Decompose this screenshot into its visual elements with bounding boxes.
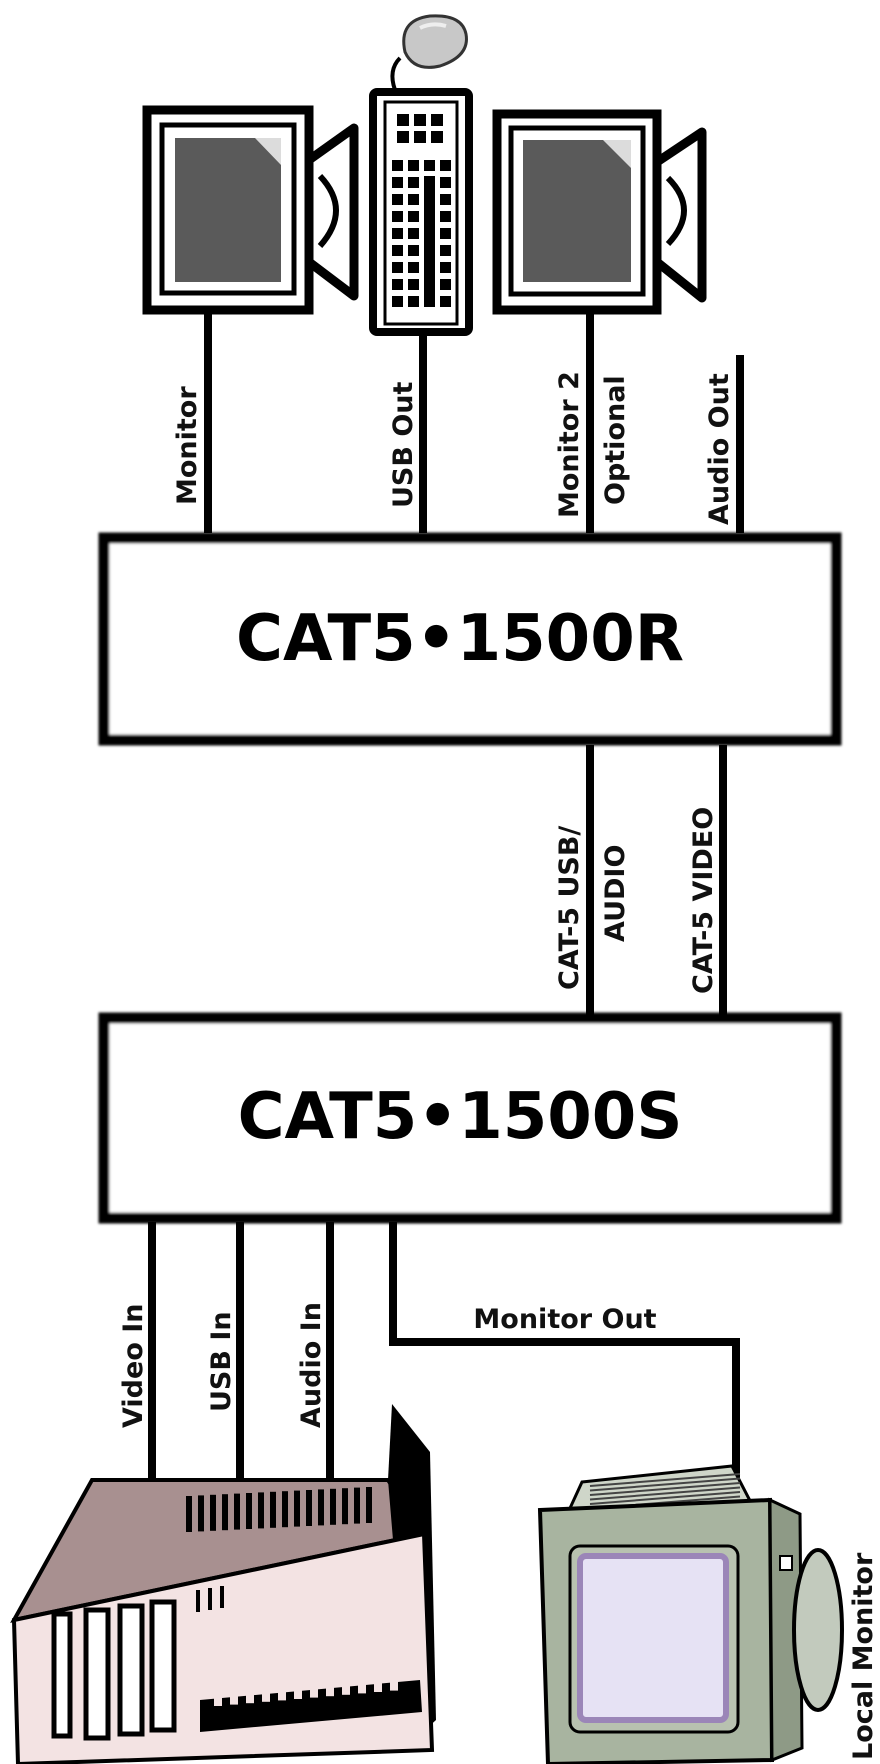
keyboard-key bbox=[397, 114, 409, 126]
usb-in-label: USB In bbox=[206, 1311, 237, 1412]
video-in-label: Video In bbox=[118, 1303, 149, 1428]
keyboard-key bbox=[440, 279, 451, 290]
keyboard-key bbox=[392, 194, 403, 205]
keyboard-key bbox=[408, 245, 419, 256]
keyboard-key bbox=[408, 279, 419, 290]
computer-vent bbox=[210, 1494, 216, 1531]
keyboard-key bbox=[408, 228, 419, 239]
monitor-2-icon bbox=[492, 109, 707, 315]
receiver-unit: CAT5•1500R bbox=[98, 532, 842, 746]
keyboard-key bbox=[431, 114, 443, 126]
computer-ports bbox=[214, 1678, 398, 1706]
computer-port bbox=[262, 1689, 270, 1702]
keyboard-key bbox=[392, 177, 403, 188]
keyboard-key bbox=[392, 262, 403, 273]
mouse-icon bbox=[390, 14, 468, 91]
keyboard-key bbox=[408, 160, 419, 171]
keyboard-keys bbox=[392, 114, 451, 307]
keyboard-key bbox=[440, 194, 451, 205]
keyboard-icon bbox=[369, 88, 473, 336]
computer-vent bbox=[318, 1489, 324, 1526]
computer-port bbox=[390, 1678, 398, 1691]
local-monitor-vent bbox=[589, 1491, 741, 1505]
monitor-label: Monitor bbox=[172, 386, 203, 505]
computer-vent bbox=[198, 1495, 204, 1532]
sender-unit: CAT5•1500S bbox=[98, 1012, 842, 1224]
local-monitor-vent bbox=[589, 1482, 741, 1496]
computer-vent bbox=[222, 1494, 228, 1531]
local-monitor-vent bbox=[589, 1477, 741, 1492]
optional-label: Optional bbox=[600, 375, 631, 505]
computer-vents bbox=[186, 1487, 372, 1532]
computer-port bbox=[358, 1681, 366, 1694]
monitor-icon bbox=[142, 105, 359, 315]
keyboard-key bbox=[440, 296, 451, 307]
keyboard-key bbox=[392, 160, 403, 171]
local-monitor-vent bbox=[589, 1486, 741, 1501]
monitor-out-cable bbox=[389, 1222, 740, 1490]
computer-vent bbox=[282, 1491, 288, 1528]
local-monitor-label: Local Monitor bbox=[848, 1552, 879, 1760]
keyboard-key bbox=[408, 262, 419, 273]
computer-port bbox=[246, 1691, 254, 1704]
keyboard-key bbox=[392, 296, 403, 307]
keyboard-key bbox=[408, 194, 419, 205]
color-monitor-icon bbox=[537, 1464, 844, 1764]
computer-vent bbox=[342, 1488, 348, 1525]
computer-port bbox=[278, 1688, 286, 1701]
computer-port bbox=[310, 1685, 318, 1698]
computer-vent bbox=[330, 1488, 336, 1525]
keyboard-key bbox=[424, 160, 435, 171]
computer-port bbox=[326, 1684, 334, 1697]
keyboard-key bbox=[414, 131, 426, 143]
keyboard-key bbox=[440, 160, 451, 171]
computer-vent bbox=[366, 1487, 372, 1523]
computer-vent bbox=[258, 1492, 264, 1529]
cat5-video-label: CAT-5 VIDEO bbox=[688, 807, 719, 994]
computer-vent bbox=[186, 1496, 192, 1532]
computer-vent bbox=[354, 1487, 360, 1524]
usb-out-label: USB Out bbox=[388, 381, 419, 508]
computer-vent bbox=[246, 1493, 252, 1529]
keyboard-key bbox=[414, 114, 426, 126]
keyboard-key bbox=[397, 131, 409, 143]
computer-vent bbox=[234, 1493, 240, 1530]
keyboard-key bbox=[440, 228, 451, 239]
computer-port bbox=[294, 1687, 302, 1699]
monitor-2-label: Monitor 2 bbox=[554, 371, 585, 518]
sender-title: CAT5•1500S bbox=[238, 1080, 683, 1154]
desktop-computer-icon bbox=[10, 1404, 436, 1764]
cat5-usb-audio-label: CAT-5 USB/ bbox=[554, 826, 585, 990]
receiver-title: CAT5•1500R bbox=[236, 602, 684, 676]
keyboard-key bbox=[408, 177, 419, 188]
computer-port bbox=[214, 1694, 222, 1706]
computer-vent bbox=[306, 1490, 312, 1526]
keyboard-key bbox=[424, 176, 435, 298]
keyboard-key bbox=[392, 211, 403, 222]
keyboard-key bbox=[392, 228, 403, 239]
audio-in-label: Audio In bbox=[296, 1302, 327, 1428]
computer-port bbox=[374, 1680, 382, 1692]
computer-port bbox=[342, 1682, 350, 1695]
keyboard-key bbox=[440, 245, 451, 256]
computer-vent bbox=[294, 1490, 300, 1527]
keyboard-key bbox=[440, 177, 451, 188]
keyboard-key bbox=[408, 211, 419, 222]
keyboard-key bbox=[431, 131, 443, 143]
computer-port bbox=[230, 1692, 238, 1705]
keyboard-key bbox=[424, 296, 435, 307]
audio-out-label: Audio Out bbox=[704, 373, 735, 525]
local-monitor-vent bbox=[589, 1473, 741, 1487]
keyboard-key bbox=[392, 279, 403, 290]
keyboard-key bbox=[440, 262, 451, 273]
keyboard-key bbox=[392, 245, 403, 256]
audio-label: AUDIO bbox=[600, 845, 631, 942]
keyboard-key bbox=[440, 211, 451, 222]
keyboard-key bbox=[408, 296, 419, 307]
monitor-out-label: Monitor Out bbox=[473, 1304, 656, 1335]
computer-vent bbox=[270, 1491, 276, 1528]
